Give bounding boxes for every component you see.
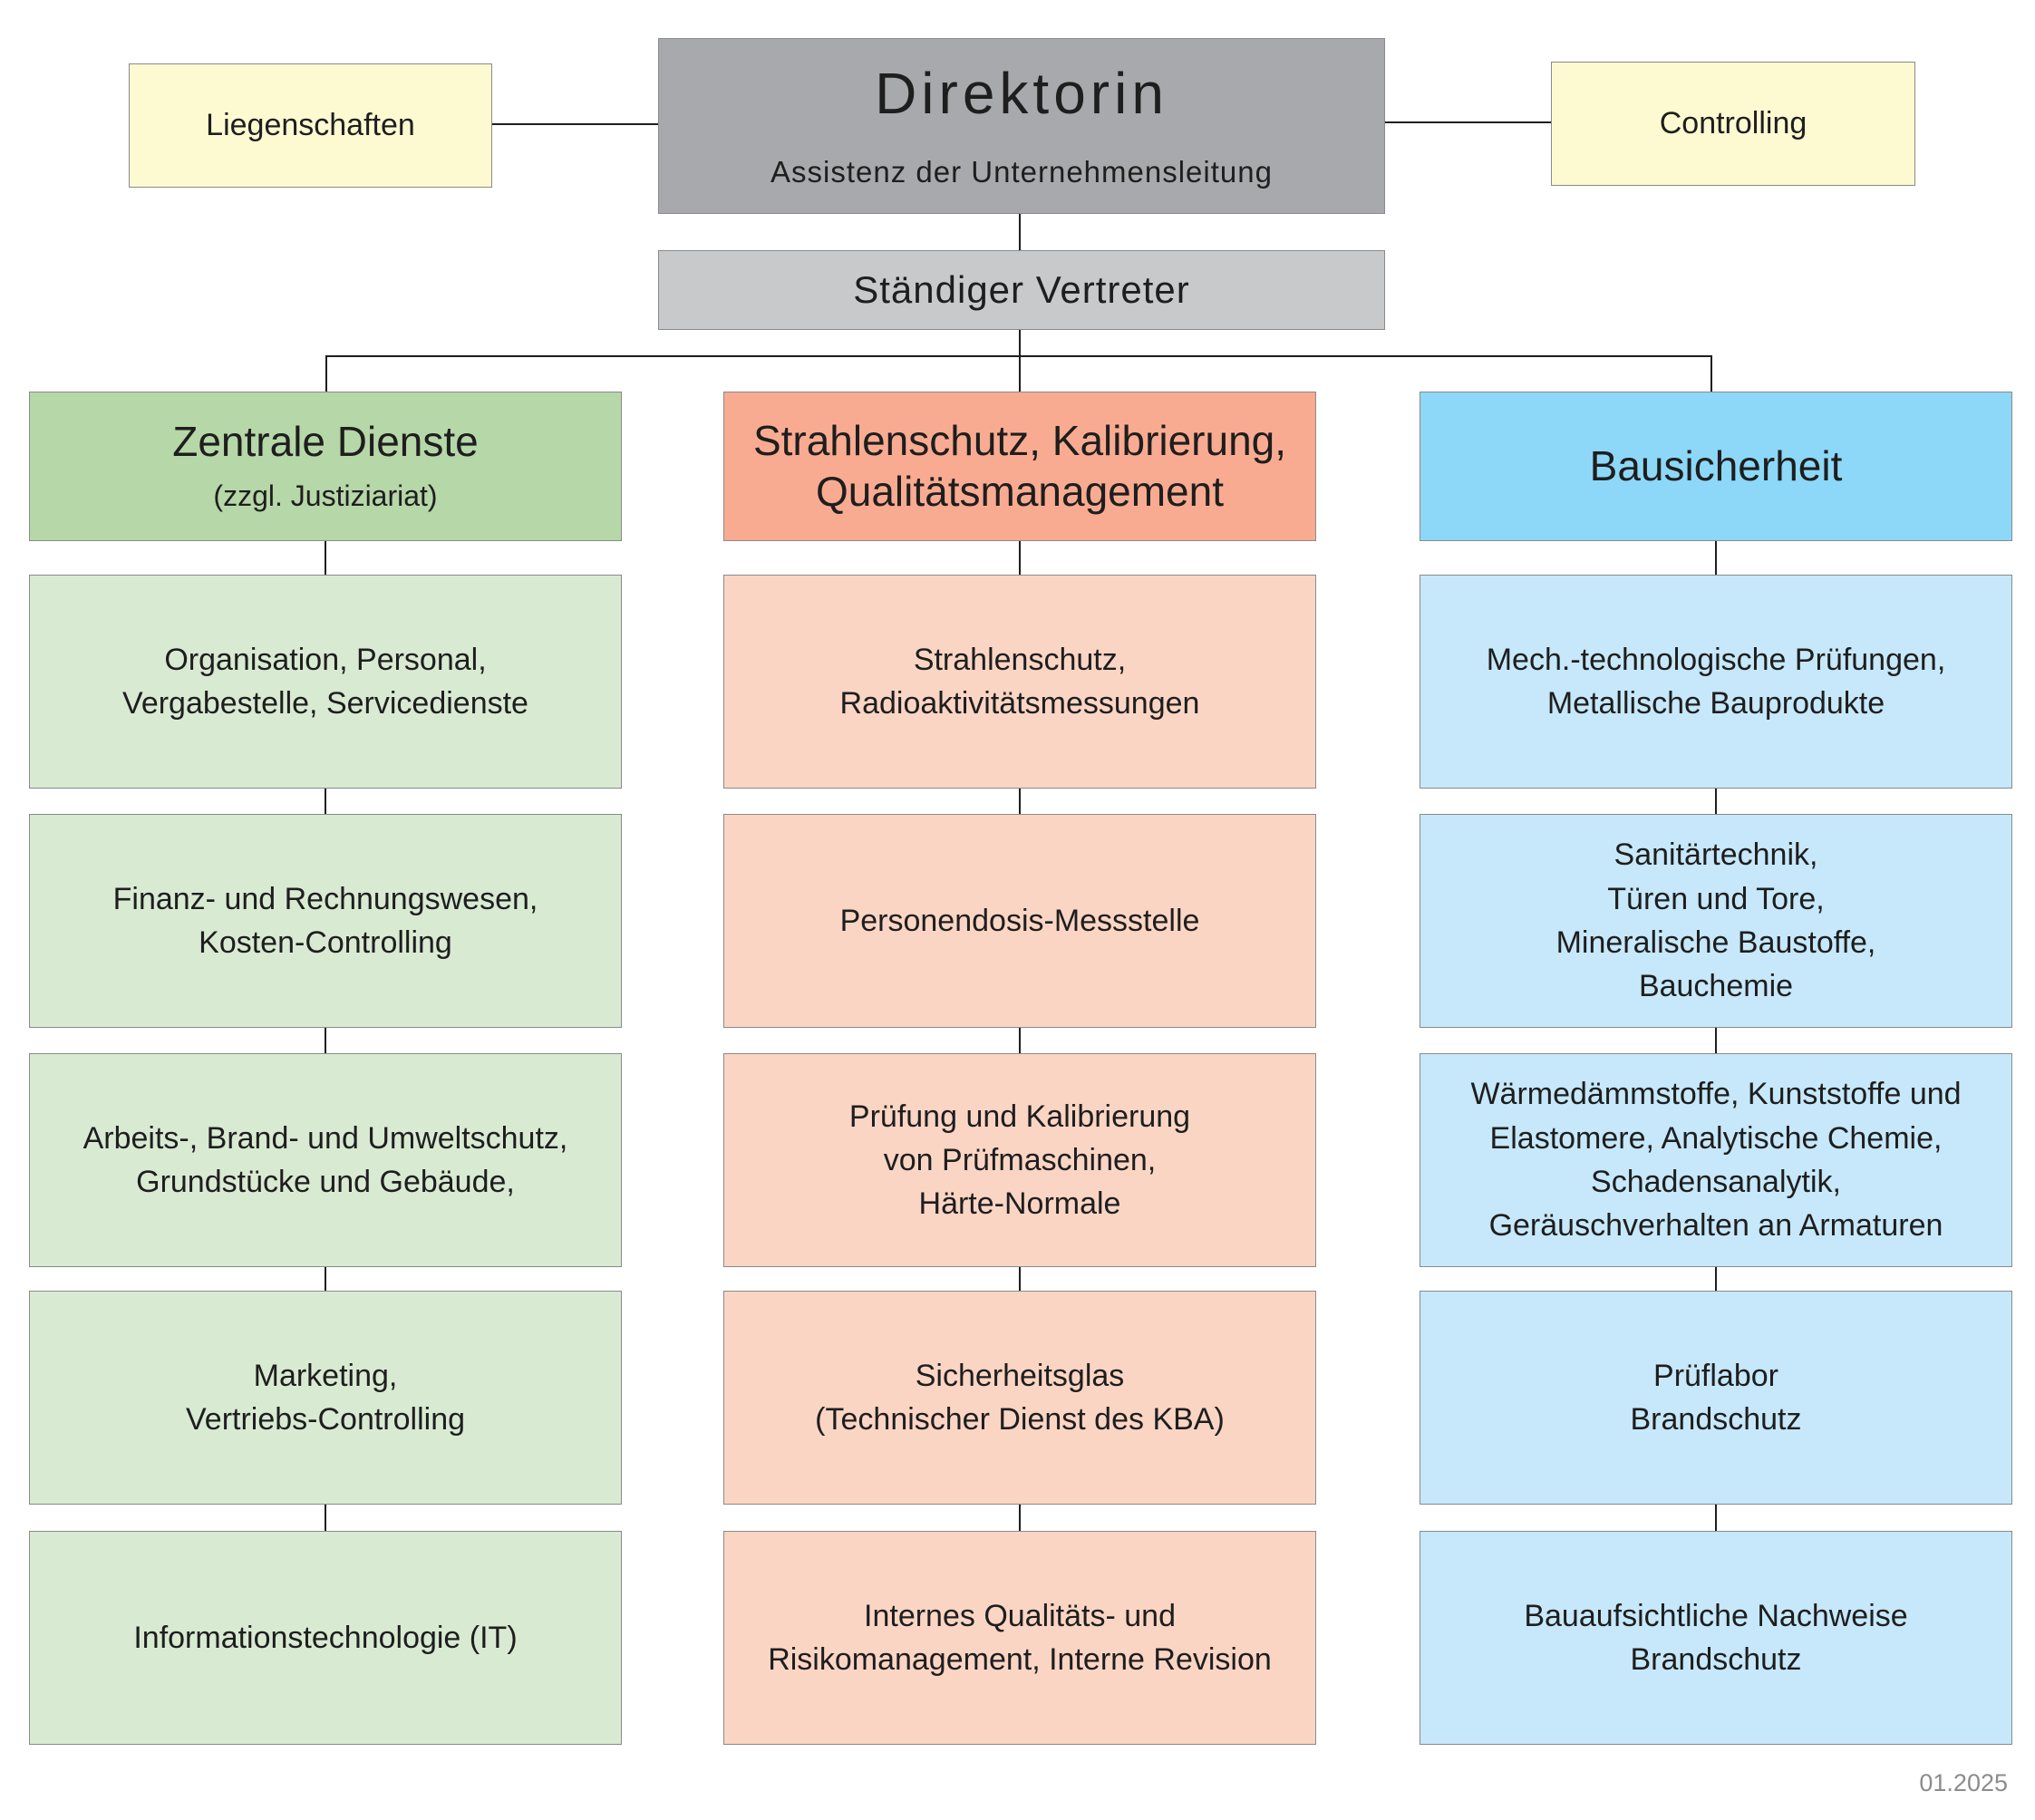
director-title: Direktorin bbox=[875, 60, 1168, 126]
unit-box-bausicherheit-2: Sanitärtechnik, Türen und Tore, Mineralisc… bbox=[1420, 814, 2012, 1028]
connector-strahlenschutz-3 bbox=[1019, 1028, 1021, 1053]
unit-line: Härte-Normale bbox=[918, 1186, 1121, 1222]
connector-zentrale-dienste-4 bbox=[325, 1267, 326, 1291]
unit-line: Brandschutz bbox=[1630, 1402, 1802, 1437]
connector-left-box bbox=[491, 123, 658, 125]
department-head-line: Bausicherheit bbox=[1589, 441, 1843, 489]
unit-box-zentrale-dienste-5: Informationstechnologie (IT) bbox=[29, 1531, 622, 1745]
unit-line: Kosten-Controlling bbox=[199, 925, 452, 960]
liegenschaften-box: Liegenschaften bbox=[129, 63, 492, 188]
department-head-line: Strahlenschutz, Kalibrierung, bbox=[752, 417, 1287, 465]
department-head-strahlenschutz: Strahlenschutz, Kalibrierung,Qualitätsma… bbox=[723, 392, 1316, 541]
connector-strahlenschutz-1 bbox=[1019, 541, 1021, 575]
unit-box-zentrale-dienste-2: Finanz- und Rechnungswesen, Kosten-Contro… bbox=[29, 814, 622, 1028]
connector-bausicherheit-1 bbox=[1715, 541, 1717, 575]
connector-director-deputy bbox=[1019, 214, 1021, 250]
unit-line: Bauaufsichtliche Nachweise bbox=[1524, 1598, 1908, 1633]
department-head-title: Bausicherheit bbox=[1590, 441, 1843, 491]
connector-bus-col-2 bbox=[1019, 355, 1021, 392]
controlling-box: Controlling bbox=[1551, 62, 1915, 186]
unit-line: Metallische Bauprodukte bbox=[1546, 686, 1885, 721]
connector-deputy-bus bbox=[1019, 330, 1021, 357]
department-head-title: Zentrale Dienste bbox=[172, 417, 479, 467]
connector-bus-col-3 bbox=[1710, 355, 1712, 392]
unit-line: Personendosis-Messstelle bbox=[839, 903, 1200, 938]
liegenschaften-label: Liegenschaften bbox=[206, 107, 415, 142]
deputy-box: Ständiger Vertreter bbox=[658, 250, 1385, 330]
department-head-zentrale-dienste: Zentrale Dienste (zzgl. Justiziariat) bbox=[29, 392, 622, 541]
department-head-line: Qualitätsmanagement bbox=[815, 467, 1224, 515]
department-head-title: Strahlenschutz, Kalibrierung,Qualitätsma… bbox=[753, 416, 1286, 516]
unit-line: Vertriebs-Controlling bbox=[185, 1402, 466, 1437]
unit-line: Risikomanagement, Interne Revision bbox=[768, 1642, 1272, 1677]
connector-strahlenschutz-2 bbox=[1019, 789, 1021, 814]
unit-box-zentrale-dienste-3: Arbeits-, Brand- und Umweltschutz, Grunds… bbox=[29, 1053, 622, 1267]
connector-bausicherheit-2 bbox=[1715, 789, 1717, 814]
connector-bausicherheit-3 bbox=[1715, 1028, 1717, 1053]
unit-box-strahlenschutz-3: Prüfung und Kalibrierung von Prüfmaschine… bbox=[723, 1053, 1316, 1267]
unit-box-strahlenschutz-4: Sicherheitsglas (Technischer Dienst des K… bbox=[723, 1291, 1316, 1505]
unit-line: Organisation, Personal, bbox=[164, 642, 487, 677]
connector-zentrale-dienste-3 bbox=[325, 1028, 326, 1053]
unit-line: Internes Qualitäts- und bbox=[864, 1598, 1176, 1633]
unit-line: Marketing, bbox=[253, 1358, 398, 1393]
connector-right-box bbox=[1385, 121, 1552, 123]
connector-bausicherheit-4 bbox=[1715, 1267, 1717, 1291]
unit-line: Arbeits-, Brand- und Umweltschutz, bbox=[82, 1120, 568, 1156]
unit-line: Prüfung und Kalibrierung bbox=[848, 1099, 1191, 1134]
connector-bus-col-1 bbox=[325, 355, 327, 392]
unit-line: Prüflabor bbox=[1653, 1358, 1778, 1393]
connector-zentrale-dienste-5 bbox=[325, 1505, 326, 1531]
unit-line: von Prüfmaschinen, bbox=[883, 1142, 1157, 1177]
date-label: 01.2025 bbox=[1919, 1769, 2008, 1796]
department-head-subtitle: (zzgl. Justiziariat) bbox=[213, 479, 438, 512]
unit-box-bausicherheit-1: Mech.-technologische Prüfungen, Metallisc… bbox=[1420, 575, 2012, 789]
unit-line: Sicherheitsglas bbox=[915, 1358, 1125, 1393]
department-head-line: Zentrale Dienste bbox=[172, 417, 479, 465]
connector-zentrale-dienste-1 bbox=[325, 541, 326, 575]
unit-line: Schadensanalytik, bbox=[1591, 1165, 1841, 1199]
director-box: Direktorin Assistenz der Unternehmenslei… bbox=[658, 38, 1385, 214]
controlling-label: Controlling bbox=[1659, 105, 1807, 140]
unit-line: Mech.-technologische Prüfungen, bbox=[1486, 642, 1946, 677]
unit-line: Informationstechnologie (IT) bbox=[133, 1620, 518, 1655]
unit-line: Türen und Tore, bbox=[1607, 881, 1825, 916]
unit-line: Radioaktivitätsmessungen bbox=[839, 686, 1200, 721]
deputy-label: Ständiger Vertreter bbox=[853, 267, 1190, 311]
unit-line: Brandschutz bbox=[1630, 1642, 1802, 1677]
unit-line: Wärmedämmstoffe, Kunststoffe und bbox=[1470, 1077, 1962, 1112]
unit-box-zentrale-dienste-1: Organisation, Personal, Vergabestelle, Se… bbox=[29, 575, 622, 789]
unit-line: Sanitärtechnik, bbox=[1613, 837, 1818, 873]
unit-box-zentrale-dienste-4: Marketing, Vertriebs-Controlling bbox=[29, 1291, 622, 1505]
unit-line: Vergabestelle, Servicedienste bbox=[122, 686, 528, 721]
department-head-bausicherheit: Bausicherheit bbox=[1420, 392, 2012, 541]
connector-strahlenschutz-5 bbox=[1019, 1505, 1021, 1531]
unit-line: Bauchemie bbox=[1638, 969, 1794, 1004]
unit-line: Mineralische Baustoffe, bbox=[1555, 925, 1876, 960]
unit-line: Elastomere, Analytische Chemie, bbox=[1489, 1120, 1943, 1156]
connector-strahlenschutz-4 bbox=[1019, 1267, 1021, 1291]
connector-bausicherheit-5 bbox=[1715, 1505, 1717, 1531]
unit-line: Geräuschverhalten an Armaturen bbox=[1488, 1208, 1943, 1244]
unit-line: Grundstücke und Gebäude, bbox=[136, 1165, 515, 1199]
unit-line: (Technischer Dienst des KBA) bbox=[815, 1402, 1225, 1437]
connector-zentrale-dienste-2 bbox=[325, 789, 326, 814]
unit-box-strahlenschutz-2: Personendosis-Messstelle bbox=[723, 814, 1316, 1028]
unit-box-strahlenschutz-1: Strahlenschutz, Radioaktivitätsmessungen bbox=[723, 575, 1316, 789]
director-subtitle: Assistenz der Unternehmensleitung bbox=[770, 155, 1273, 189]
unit-line: Strahlenschutz, bbox=[913, 642, 1127, 677]
unit-line: Finanz- und Rechnungswesen, bbox=[112, 881, 538, 916]
